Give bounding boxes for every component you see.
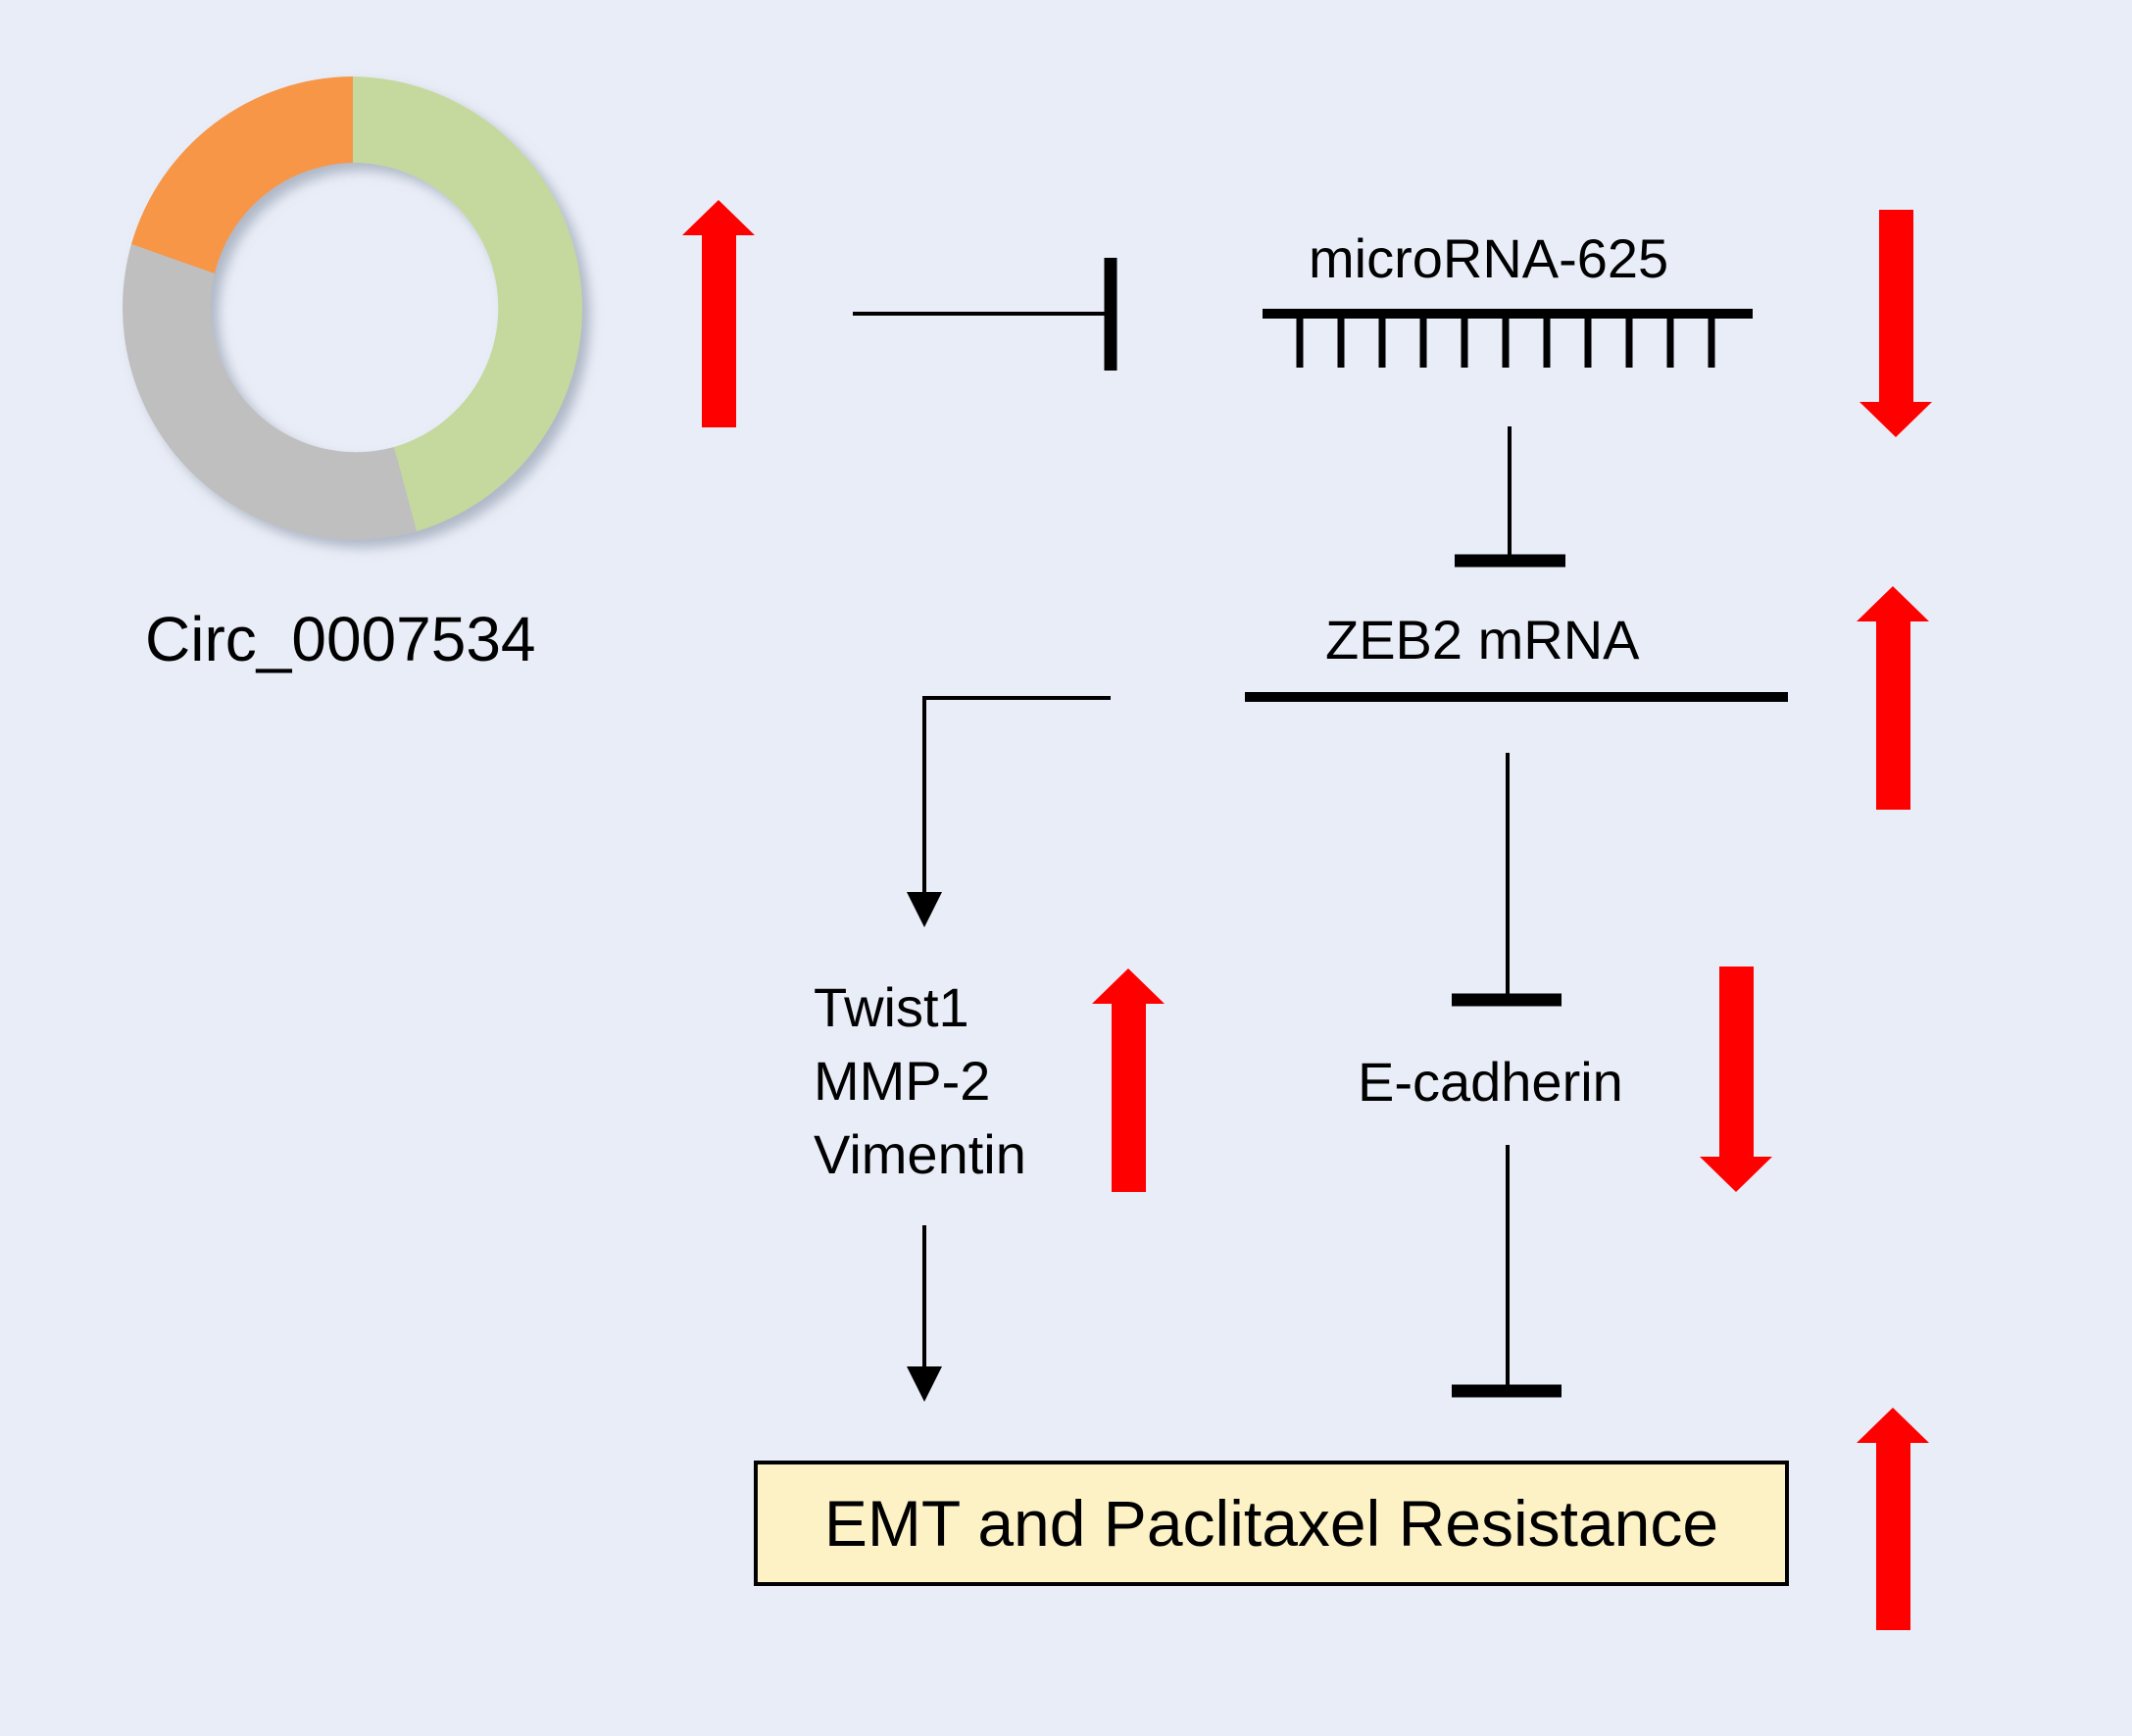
outcome-box: EMT and Paclitaxel Resistance	[754, 1461, 1789, 1586]
zeb2-label: ZEB2 mRNA	[1325, 609, 1640, 670]
twist-up-arrow-icon	[1092, 968, 1165, 1192]
circ-rna-ring-icon	[123, 76, 582, 540]
mirna-inhibits-zeb2-line	[1455, 426, 1565, 568]
mirna-strand-icon	[1263, 309, 1753, 368]
circ-up-arrow-icon	[682, 200, 755, 427]
mmp2-label: MMP-2	[814, 1050, 991, 1112]
zeb2-inhibits-ecadherin-line	[1452, 753, 1562, 1007]
ring-segment-orange	[131, 76, 353, 273]
circ-inhibits-mirna-line	[853, 258, 1117, 371]
mirna-down-arrow-icon	[1859, 210, 1932, 437]
zeb2-up-arrow-icon	[1857, 586, 1929, 810]
outcome-label: EMT and Paclitaxel Resistance	[823, 1487, 1719, 1560]
twist-activates-emt-arrowhead	[907, 1366, 942, 1402]
zeb2-activates-twist-arrow	[922, 696, 1111, 894]
zeb2-activates-twist-arrowhead	[907, 892, 942, 927]
ecadherin-down-arrow-icon	[1700, 967, 1772, 1192]
ring-segment-gray	[123, 244, 417, 540]
mirna-label: microRNA-625	[1309, 227, 1669, 289]
ecadherin-inhibits-emt-line	[1452, 1145, 1562, 1398]
vimentin-label: Vimentin	[814, 1123, 1026, 1185]
circ-rna-label: Circ_0007534	[145, 604, 536, 674]
outcome-up-arrow-icon	[1857, 1408, 1929, 1630]
twist1-label: Twist1	[814, 976, 969, 1038]
ring-segment-green	[353, 76, 582, 531]
ecadherin-label: E-cadherin	[1358, 1051, 1623, 1113]
